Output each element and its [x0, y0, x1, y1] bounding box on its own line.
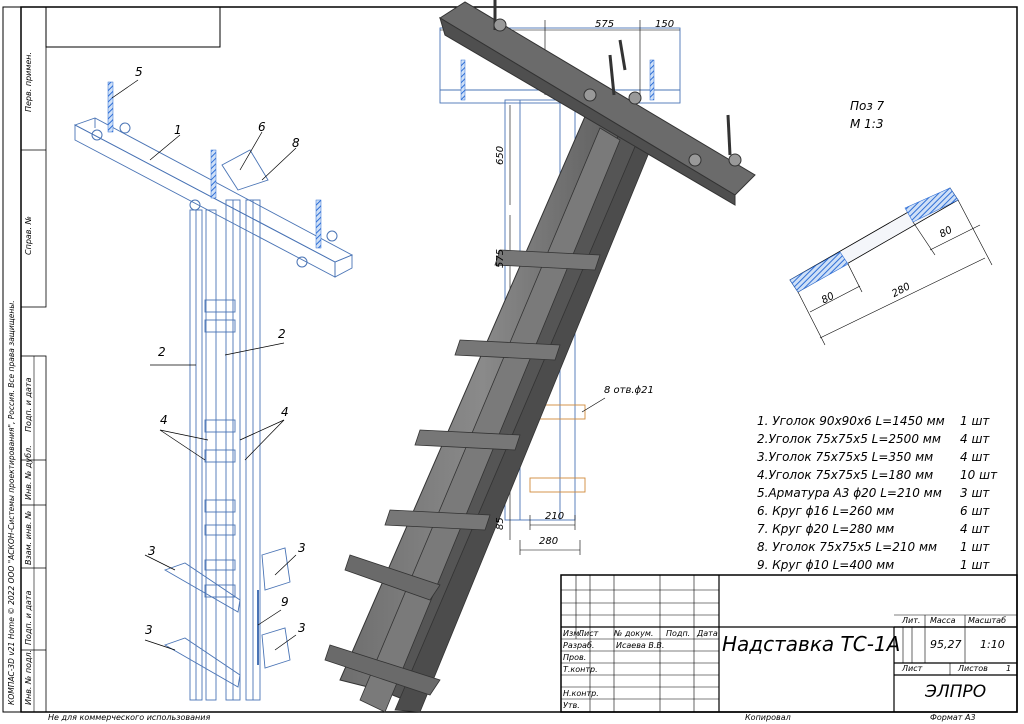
part-6: 6. Круг ϕ16 L=260 мм — [757, 504, 895, 518]
drawing-title: Надставка ТС-1А — [722, 632, 901, 656]
tb-nkontr: Н.контр. — [563, 689, 599, 698]
tb-prov: Пров. — [563, 653, 587, 662]
iso-leaders — [111, 79, 297, 651]
callout-3b: 3 — [298, 541, 306, 555]
footer-format-value: А3 — [965, 713, 976, 722]
tb-scale-value: 1:10 — [980, 638, 1005, 651]
callout-4b: 4 — [281, 405, 289, 419]
callout-6: 6 — [258, 120, 266, 134]
detail-scale-label: М 1:3 — [850, 117, 884, 131]
iso-bolts — [91, 81, 338, 268]
holes-note: 8 отв.ϕ21 — [604, 385, 654, 396]
part-3-qty: 4 шт — [960, 450, 990, 464]
stamp-podp-data-2: Подп. и дата — [24, 590, 33, 646]
callout-4a: 4 — [160, 413, 168, 427]
detail-pos-label: Поз 7 — [850, 99, 885, 113]
tb-sheets-value: 1 — [1006, 664, 1012, 673]
detail-pos7 — [789, 187, 993, 346]
part-7-qty: 4 шт — [960, 522, 990, 536]
stamp-podp-data-1: Подп. и дата — [24, 377, 33, 433]
part-4-qty: 10 шт — [960, 468, 998, 482]
tb-razrab-name: Исаева В.В. — [616, 641, 665, 650]
part-4: 4.Уголок 75х75х5 L=180 мм — [757, 468, 934, 482]
callout-1: 1 — [174, 123, 182, 137]
footer-format-label: Формат — [930, 713, 963, 722]
title-block-grid — [560, 574, 1018, 713]
dim-650: 650 — [495, 145, 506, 165]
front-bolts — [460, 59, 655, 101]
stamp-vzam-inv: Взам. инв. № — [24, 510, 33, 565]
tb-razrab: Разраб. — [563, 641, 595, 650]
stamp-inv-podl: Инв. № подл. — [24, 649, 33, 705]
tb-sheet: Лист — [902, 664, 923, 673]
dim-280: 280 — [539, 536, 559, 547]
callout-2a: 2 — [158, 345, 166, 359]
tb-podp: Подп. — [666, 629, 691, 638]
dim-top-150: 150 — [655, 19, 675, 30]
dim-top-575: 575 — [595, 19, 615, 30]
part-2-qty: 4 шт — [960, 432, 990, 446]
part-9: 9. Круг ϕ10 L=400 мм — [757, 558, 895, 572]
shaded-model — [324, 0, 756, 713]
part-1-qty: 1 шт — [960, 414, 990, 428]
callout-2b: 2 — [278, 327, 286, 341]
sheet-frame — [2, 6, 1018, 713]
callout-3c: 3 — [145, 623, 153, 637]
part-7: 7. Круг ϕ20 L=280 мм — [757, 522, 895, 536]
dim-85: 85 — [495, 517, 506, 530]
stamp-perv-primen: Перв. примен. — [24, 51, 33, 112]
tb-sheets: Листов — [958, 664, 988, 673]
part-8: 8. Уголок 75х75х5 L=210 мм — [757, 540, 938, 554]
tb-tkontr: Т.контр. — [563, 665, 598, 674]
dim-210: 210 — [545, 511, 565, 522]
part-6-qty: 6 шт — [960, 504, 990, 518]
part-5-qty: 3 шт — [960, 486, 990, 500]
part-8-qty: 1 шт — [960, 540, 990, 554]
isometric-view — [73, 117, 354, 701]
tb-lit: Лит. — [902, 616, 921, 625]
dim-v575: 575 — [495, 248, 506, 268]
callout-3a: 3 — [148, 544, 156, 558]
footer-copied: Копировал — [745, 713, 791, 722]
tb-izm: Изм. — [563, 629, 582, 638]
tb-org: ЭЛПРО — [925, 682, 987, 702]
tb-list: Лист — [578, 629, 599, 638]
callout-8: 8 — [292, 136, 300, 150]
part-5: 5.Арматура А3 ϕ20 L=210 мм — [757, 486, 942, 500]
tb-mass-value: 95,27 — [930, 638, 962, 651]
callout-3d: 3 — [298, 621, 306, 635]
tb-data: Дата — [697, 629, 718, 638]
callout-9: 9 — [281, 595, 289, 609]
part-9-qty: 1 шт — [960, 558, 990, 572]
footer-noncommercial: Не для коммерческого использования — [48, 713, 211, 722]
stamp-sprav-no: Справ. № — [24, 216, 33, 255]
part-3: 3.Уголок 75х75х5 L=350 мм — [757, 450, 934, 464]
tb-masshtab: Масштаб — [968, 616, 1007, 625]
part-2: 2.Уголок 75х75х5 L=2500 мм — [757, 432, 941, 446]
part-1: 1. Уголок 90х90х6 L=1450 мм — [757, 414, 945, 428]
stamp-inv-dubl: Инв. № дубл. — [24, 445, 33, 500]
callout-5: 5 — [135, 65, 143, 79]
tb-utv: Утв. — [563, 701, 580, 710]
tb-massa: Масса — [930, 616, 956, 625]
tb-doc-no: № докум. — [614, 629, 654, 638]
copyright-note: КОМПАС-3D v21 Home © 2022 ООО "АСКОН-Сис… — [7, 300, 16, 705]
